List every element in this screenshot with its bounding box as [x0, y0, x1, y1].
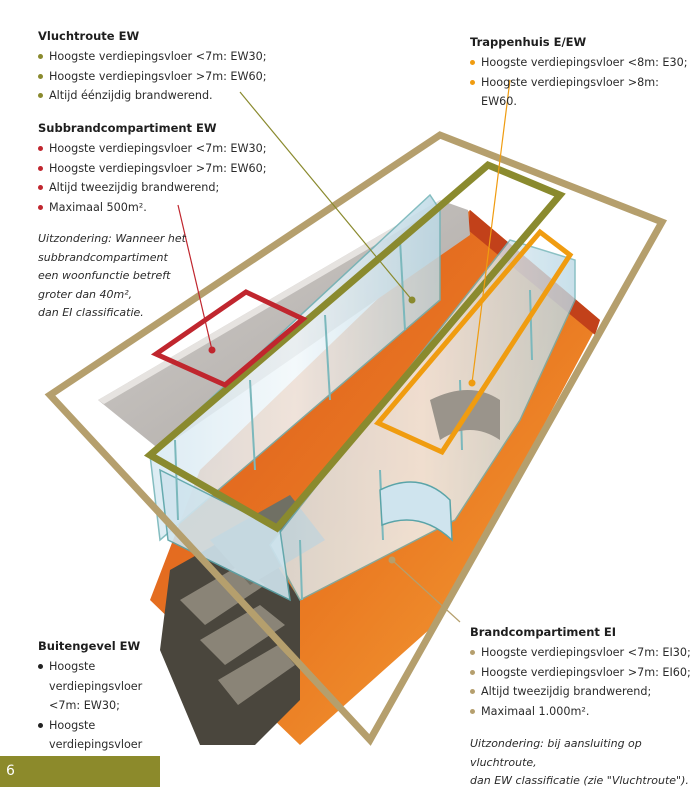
buitengevel-title: Buitengevel EW: [38, 639, 141, 653]
list-item: Hoogste verdiepingsvloer <7m: EI30;: [470, 643, 691, 663]
subbrand-list: Hoogste verdiepingsvloer <7m: EW30; Hoog…: [38, 139, 267, 217]
leader-dot-vluchtroute: [408, 296, 416, 304]
stair-steps: [180, 565, 265, 625]
note-line: dan EI classificatie.: [38, 306, 144, 320]
stair-steps-3: [218, 645, 295, 705]
brandcompartiment-note: Uitzondering: bij aansluiting op vluchtr…: [470, 735, 696, 791]
list-item: Hoogste verdiepingsvloer <7m: EW30;: [38, 657, 173, 716]
trappenhuis-block: Trappenhuis E/EW Hoogste verdiepingsvloe…: [470, 33, 696, 112]
brandcompartiment-block: Brandcompartiment EI Hoogste verdiepings…: [470, 623, 691, 721]
leader-subbrand: [177, 204, 213, 351]
note-line: Uitzondering: bij aansluiting op vluchtr…: [470, 737, 642, 769]
subbrand-title: Subbrandcompartiment EW: [38, 121, 217, 135]
vluchtroute-title: Vluchtroute EW: [38, 29, 140, 43]
brandcompartiment-list: Hoogste verdiepingsvloer <7m: EI30; Hoog…: [470, 643, 691, 721]
list-item: Hoogste verdiepingsvloer <7m: EW30;: [38, 139, 267, 159]
subbrand-note: Uitzondering: Wanneer het subbrandcompar…: [38, 230, 186, 323]
list-item: Hoogste verdiepingsvloer >7m: EW60;: [38, 67, 267, 87]
list-item: Hoogste verdiepingsvloer >7m: EW60;: [38, 159, 267, 179]
trappenhuis-title: Trappenhuis E/EW: [470, 35, 587, 49]
list-item: Altijd tweezijdig brandwerend;: [38, 178, 267, 198]
trappenhuis-list: Hoogste verdiepingsvloer <8m: E30; Hoogs…: [470, 53, 696, 112]
subbrand-block: Subbrandcompartiment EW Hoogste verdiepi…: [38, 119, 267, 217]
note-line: Uitzondering: Wanneer het: [38, 232, 186, 245]
leader-brandcompartiment: [391, 559, 461, 623]
brandcompartiment-outline: [44, 131, 668, 746]
curved-glass: [379, 481, 453, 542]
note-line: groter dan 40m²,: [38, 287, 133, 301]
buitengevel-block: Buitengevel EW Hoogste verdiepingsvloer …: [38, 637, 173, 775]
trappenhuis-outline: [373, 228, 574, 456]
note-line: subbrandcompartiment: [38, 250, 168, 264]
list-item: Hoogste verdiepingsvloer <8m: E30;: [470, 53, 696, 73]
subbrand-outline: [150, 289, 308, 388]
note-line: dan EW classificatie (zie "Vluchtroute")…: [470, 774, 689, 788]
glass-wall-left: [149, 193, 441, 542]
leader-dot-trappenhuis: [468, 379, 476, 387]
list-item: Maximaal 1.000m².: [470, 702, 691, 722]
page-number: 6: [6, 763, 15, 779]
note-line: een woonfunctie betreft: [38, 269, 171, 283]
vluchtroute-block: Vluchtroute EW Hoogste verdiepingsvloer …: [38, 27, 267, 106]
brandcompartiment-title: Brandcompartiment EI: [470, 625, 617, 639]
page-number-bar: 6: [0, 756, 160, 787]
stair-steps-2: [200, 605, 285, 665]
list-item: Altijd tweezijdig brandwerend;: [470, 682, 691, 702]
leader-dot-subbrand: [208, 346, 216, 354]
leader-trappenhuis: [471, 79, 511, 384]
leader-vluchtroute: [239, 91, 413, 301]
list-item: Hoogste verdiepingsvloer >7m: EI60;: [470, 663, 691, 683]
list-item: Maximaal 500m².: [38, 198, 267, 218]
vluchtroute-outline: [143, 160, 566, 533]
list-item: Hoogste verdiepingsvloer >8m: EW60.: [470, 73, 696, 112]
list-item: Hoogste verdiepingsvloer <7m: EW30;: [38, 47, 267, 67]
vluchtroute-list: Hoogste verdiepingsvloer <7m: EW30; Hoog…: [38, 47, 267, 106]
leader-dot-brandcompartiment: [388, 556, 396, 564]
list-item: Altijd éénzijdig brandwerend.: [38, 86, 267, 106]
